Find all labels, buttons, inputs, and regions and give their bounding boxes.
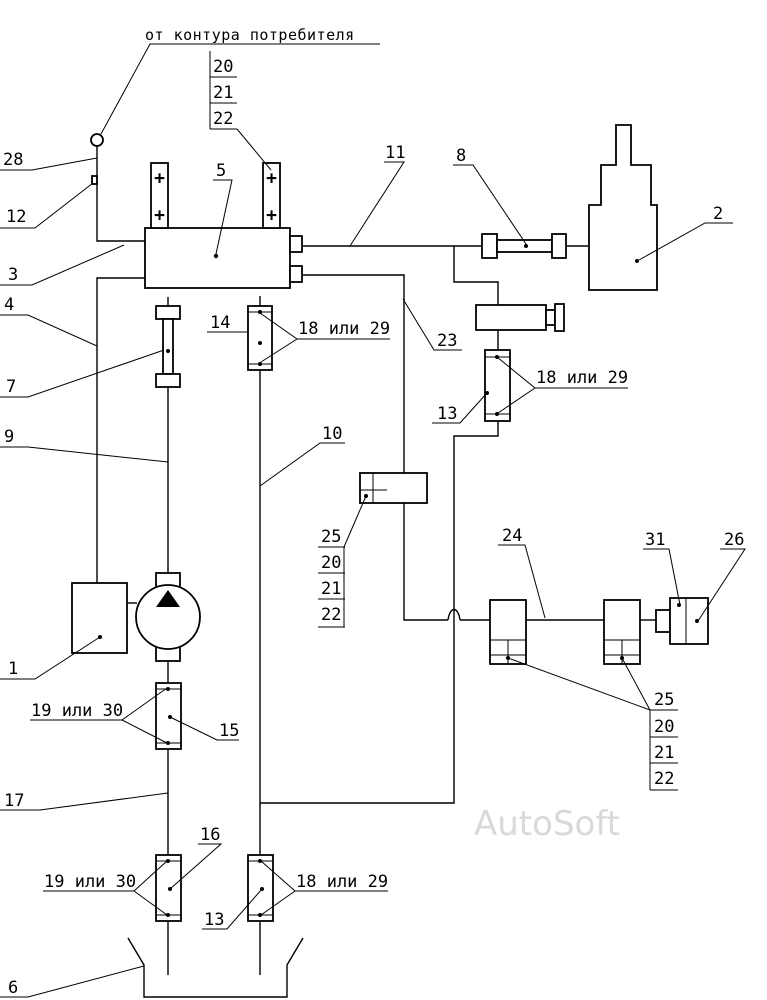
cylinder-31-26: [655, 597, 709, 645]
stack-top-item: 20: [213, 57, 233, 77]
leader-lines: [0, 43, 746, 998]
label-19-30-a: 19 или 30: [31, 701, 123, 721]
label-24: 24: [502, 526, 522, 546]
valve-block: [475, 303, 565, 332]
label-9: 9: [4, 427, 14, 447]
pressure-gauge: [90, 133, 104, 185]
hose-8: [481, 233, 567, 259]
label-11: 11: [385, 143, 405, 163]
filter-14: [247, 305, 273, 371]
label-23: 23: [437, 331, 457, 351]
stack-mid-item: 25: [321, 527, 341, 547]
stack-right-item: 20: [654, 717, 674, 737]
pump-symbol: [135, 572, 201, 662]
plus-signs: + + + +: [154, 168, 277, 226]
stack-right-item: 21: [654, 743, 674, 763]
tank-1: [71, 582, 137, 654]
filter-13-upper: [484, 349, 511, 422]
filter-13-lower: [247, 854, 274, 922]
stack-mid-item: 22: [321, 605, 341, 625]
label-3: 3: [8, 265, 18, 285]
label-18-29-a: 18 или 29: [298, 319, 390, 339]
label-6: 6: [8, 978, 18, 998]
label-16: 16: [200, 825, 220, 845]
distributor-5: [144, 162, 303, 289]
number-labels: от контура потребителя 28 12 3 4 7 9 5 1…: [3, 26, 744, 998]
label-10: 10: [322, 424, 342, 444]
label-17: 17: [4, 791, 24, 811]
stack-mid-item: 20: [321, 553, 341, 573]
label-18-29-b: 18 или 29: [536, 368, 628, 388]
label-28: 28: [3, 150, 23, 170]
stack-right-item: 25: [654, 690, 674, 710]
plus-sign: +: [266, 168, 277, 189]
cylinder-2: [588, 124, 658, 291]
label-8: 8: [456, 146, 466, 166]
label-13-lower: 13: [204, 910, 224, 930]
filter-16: [155, 854, 182, 922]
unit-25-left: [489, 599, 527, 665]
pipelines: [96, 146, 656, 975]
watermark: AutoSoft: [474, 804, 620, 844]
plus-sign: +: [266, 205, 277, 226]
consumer-circuit-caption: от контура потребителя: [145, 26, 355, 44]
unit-25-right: [603, 599, 641, 665]
label-4: 4: [4, 295, 14, 315]
label-12: 12: [6, 207, 26, 227]
label-19-30-b: 19 или 30: [44, 872, 136, 892]
hose-7: [155, 305, 181, 388]
label-31: 31: [645, 530, 665, 550]
label-5: 5: [216, 161, 226, 181]
plus-sign: +: [154, 168, 165, 189]
stack-top-item: 21: [213, 83, 233, 103]
label-7: 7: [6, 377, 16, 397]
label-15: 15: [219, 721, 239, 741]
label-26: 26: [724, 530, 744, 550]
stack-right: 25 20 21 22: [650, 690, 678, 791]
label-1: 1: [8, 659, 18, 679]
plus-sign: +: [154, 205, 165, 226]
stack-top: 20 21 22: [209, 51, 237, 130]
reservoir-6: [127, 937, 304, 998]
unit-25-mid: [359, 472, 428, 504]
label-14: 14: [210, 313, 230, 333]
stack-top-item: 22: [213, 109, 233, 129]
label-13-upper: 13: [437, 404, 457, 424]
label-2: 2: [713, 204, 723, 224]
stack-mid-item: 21: [321, 579, 341, 599]
stack-mid: 25 20 21 22: [318, 527, 345, 628]
label-18-29-c: 18 или 29: [296, 872, 388, 892]
stack-right-item: 22: [654, 769, 674, 789]
